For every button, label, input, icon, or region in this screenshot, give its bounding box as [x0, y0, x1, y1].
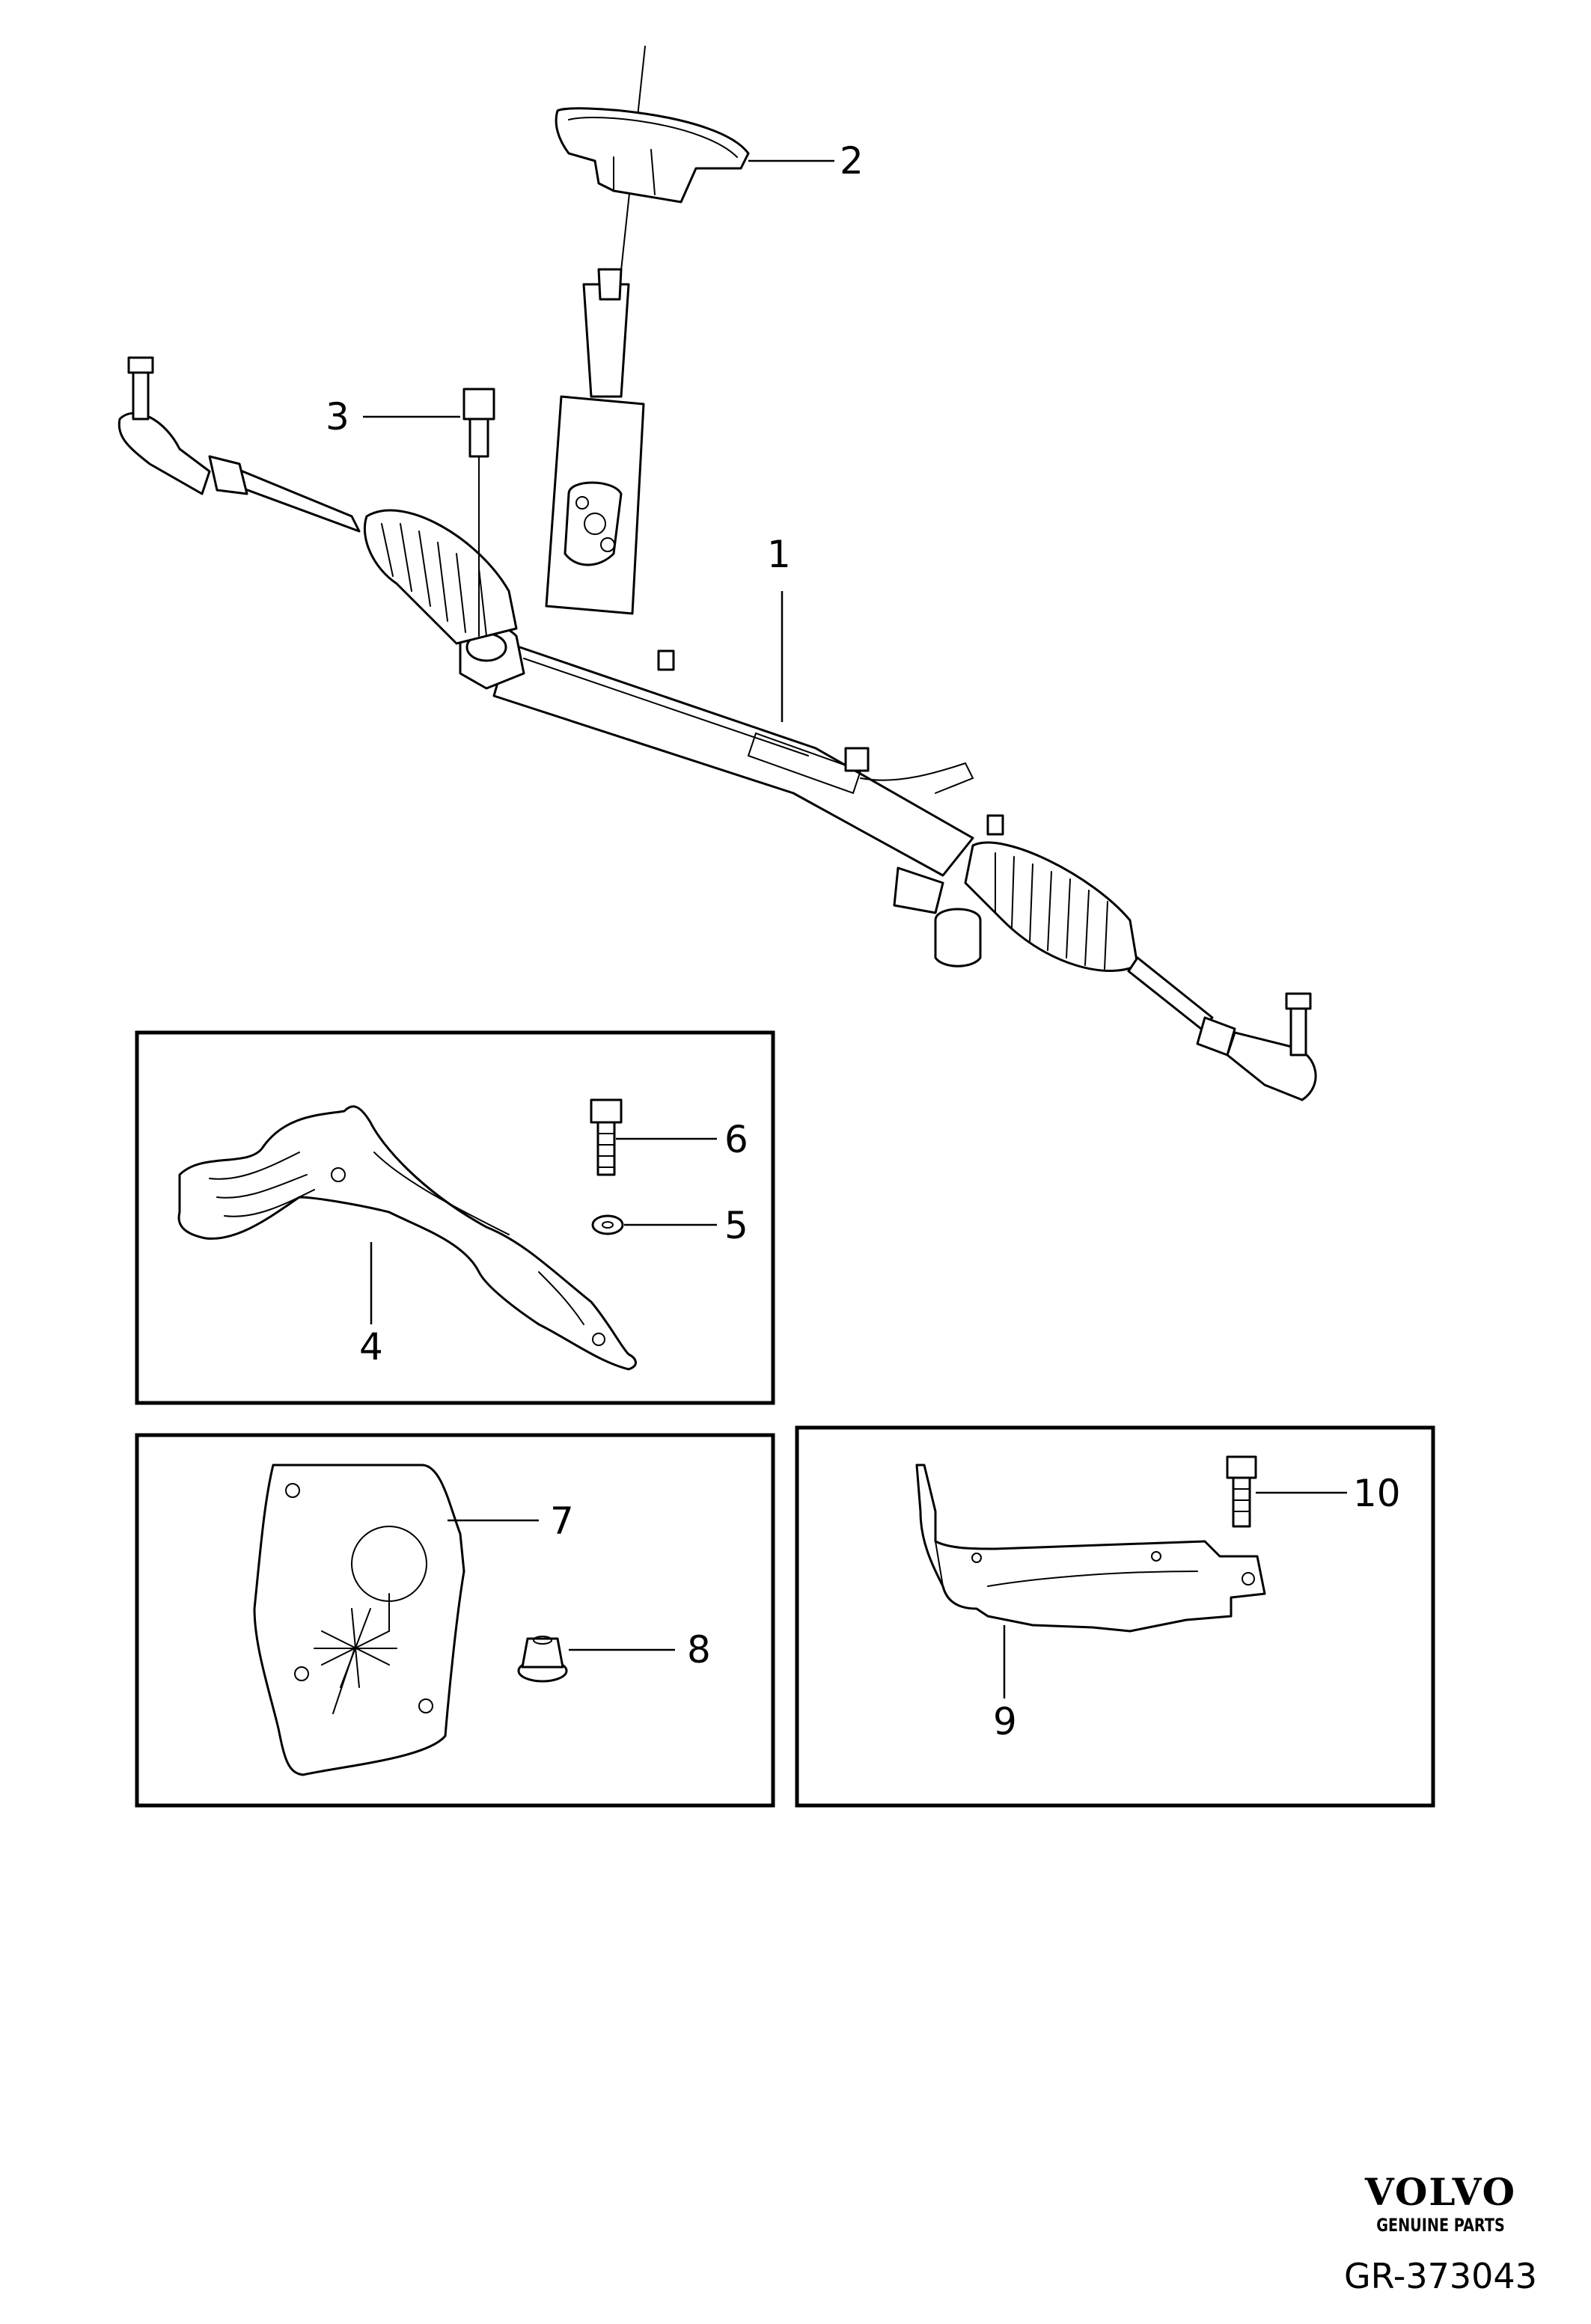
- svg-text:6: 6: [724, 1118, 748, 1161]
- callout-2: 2: [748, 139, 864, 183]
- heat-shield-bracket: [177, 1105, 637, 1371]
- volvo-logo: VOLVO: [1364, 2170, 1517, 2214]
- bracket-bolt: [1226, 1455, 1257, 1528]
- bolt: [590, 1098, 623, 1176]
- steering-boot: [555, 107, 750, 204]
- svg-text:8: 8: [687, 1628, 711, 1672]
- callout-10: 10: [1256, 1472, 1401, 1515]
- callout-4: 4: [359, 1242, 383, 1369]
- cover-plate: [253, 1464, 465, 1776]
- flange-nut: [517, 1636, 568, 1683]
- drawing-number: GR-373043: [1344, 2256, 1537, 2296]
- washer: [591, 1214, 624, 1235]
- mounting-bolt: [462, 388, 495, 637]
- callout-1: 1: [767, 533, 791, 722]
- svg-text:2: 2: [840, 139, 864, 183]
- callout-9: 9: [993, 1625, 1017, 1743]
- svg-text:5: 5: [724, 1204, 748, 1247]
- detail-box-support-bracket: [795, 1425, 1435, 1808]
- star-mark: [314, 1608, 397, 1714]
- svg-text:7: 7: [550, 1499, 574, 1543]
- detail-box-cover-plate: [135, 1433, 775, 1808]
- svg-text:1: 1: [767, 533, 791, 576]
- steering-gear-assembly: [117, 46, 1317, 1101]
- callout-7: 7: [448, 1499, 574, 1543]
- detail-box-heat-shield: [135, 1030, 775, 1405]
- support-bracket: [915, 1464, 1266, 1633]
- callout-3: 3: [326, 395, 460, 438]
- callout-8: 8: [569, 1628, 711, 1672]
- callout-6: 6: [616, 1118, 748, 1161]
- svg-text:10: 10: [1353, 1472, 1401, 1515]
- callout-5: 5: [624, 1204, 748, 1247]
- svg-text:9: 9: [993, 1700, 1017, 1743]
- svg-text:3: 3: [326, 395, 349, 438]
- svg-text:4: 4: [359, 1325, 383, 1369]
- genuine-parts-label: GENUINE PARTS: [1376, 2215, 1505, 2236]
